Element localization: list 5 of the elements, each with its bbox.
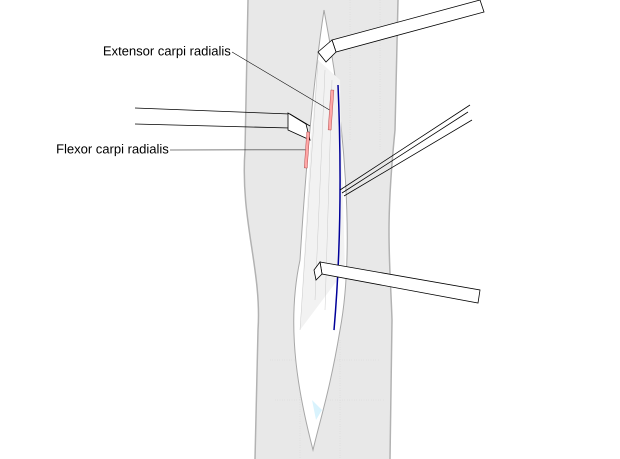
label-text: Extensor carpi radialis [104, 46, 230, 58]
label-text: Flexor carpi radialis [57, 144, 168, 156]
leader-line [232, 52, 330, 110]
muscle-strip [328, 90, 334, 130]
muscle-strip [304, 132, 310, 168]
